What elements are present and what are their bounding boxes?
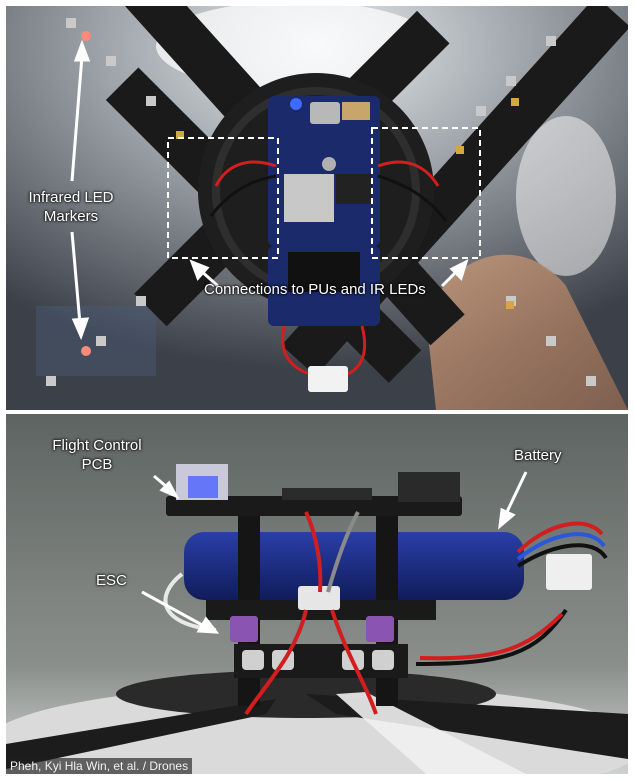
spacer-left (230, 616, 258, 642)
jst-connector (308, 366, 348, 392)
arrow-head-left-box (189, 259, 210, 281)
arrow-to-battery (504, 471, 528, 515)
arrow-head-right-box (449, 259, 469, 281)
top-photo-panel: Infrared LED Markers Connections to PUs … (6, 6, 628, 410)
spacer-right (366, 616, 394, 642)
m2-connector (288, 252, 360, 292)
label-tape (336, 692, 526, 774)
wires (209, 160, 448, 380)
top-photo (6, 6, 628, 410)
arrow-head-fc (159, 480, 180, 500)
bottom-photo-panel: Flight Control PCB Battery ESC (6, 414, 628, 774)
solder-pads (176, 98, 519, 309)
arrow-head-top-marker (73, 39, 91, 62)
hand (426, 254, 628, 410)
dashed-box-right (371, 127, 481, 259)
arrow-to-bottom-marker (70, 231, 82, 325)
blue-led-glow (188, 476, 218, 498)
label-flight-control-pcb: Flight Control PCB (52, 437, 142, 473)
usb-c-port (310, 102, 340, 124)
ir-led-bottom (81, 346, 91, 356)
arrow-head-battery (498, 507, 516, 530)
arrow-head-bottom-marker (71, 317, 90, 341)
chip (336, 174, 372, 204)
label-connections: Connections to PUs and IR LEDs (204, 281, 426, 298)
sd-card-slot (284, 174, 334, 222)
ir-led-top (81, 31, 91, 41)
balance-connector (546, 554, 592, 590)
label-infrared-led-markers: Infrared LED Markers (28, 189, 114, 225)
bottom-photo (6, 414, 628, 774)
arrows-top (70, 39, 469, 341)
center-screw (322, 157, 336, 171)
window-light (516, 116, 616, 276)
arm-left (6, 699, 276, 769)
arrow-to-esc (141, 590, 205, 628)
battery-pack (184, 532, 524, 600)
image-credit: Pheh, Kyi Hla Win, et al. / Drones (6, 758, 193, 774)
dashed-box-left (167, 137, 279, 259)
label-esc: ESC (96, 572, 127, 589)
receiver (398, 472, 460, 502)
sd-slot (282, 488, 372, 500)
arrows-bottom (141, 471, 528, 634)
label-battery: Battery (514, 447, 562, 464)
switches (342, 102, 370, 120)
blue-led (290, 98, 302, 110)
arrow-to-top-marker (70, 55, 84, 182)
arrow-head-esc (196, 616, 220, 634)
flight-control-pcb (166, 496, 462, 516)
battery-wires (244, 511, 608, 716)
